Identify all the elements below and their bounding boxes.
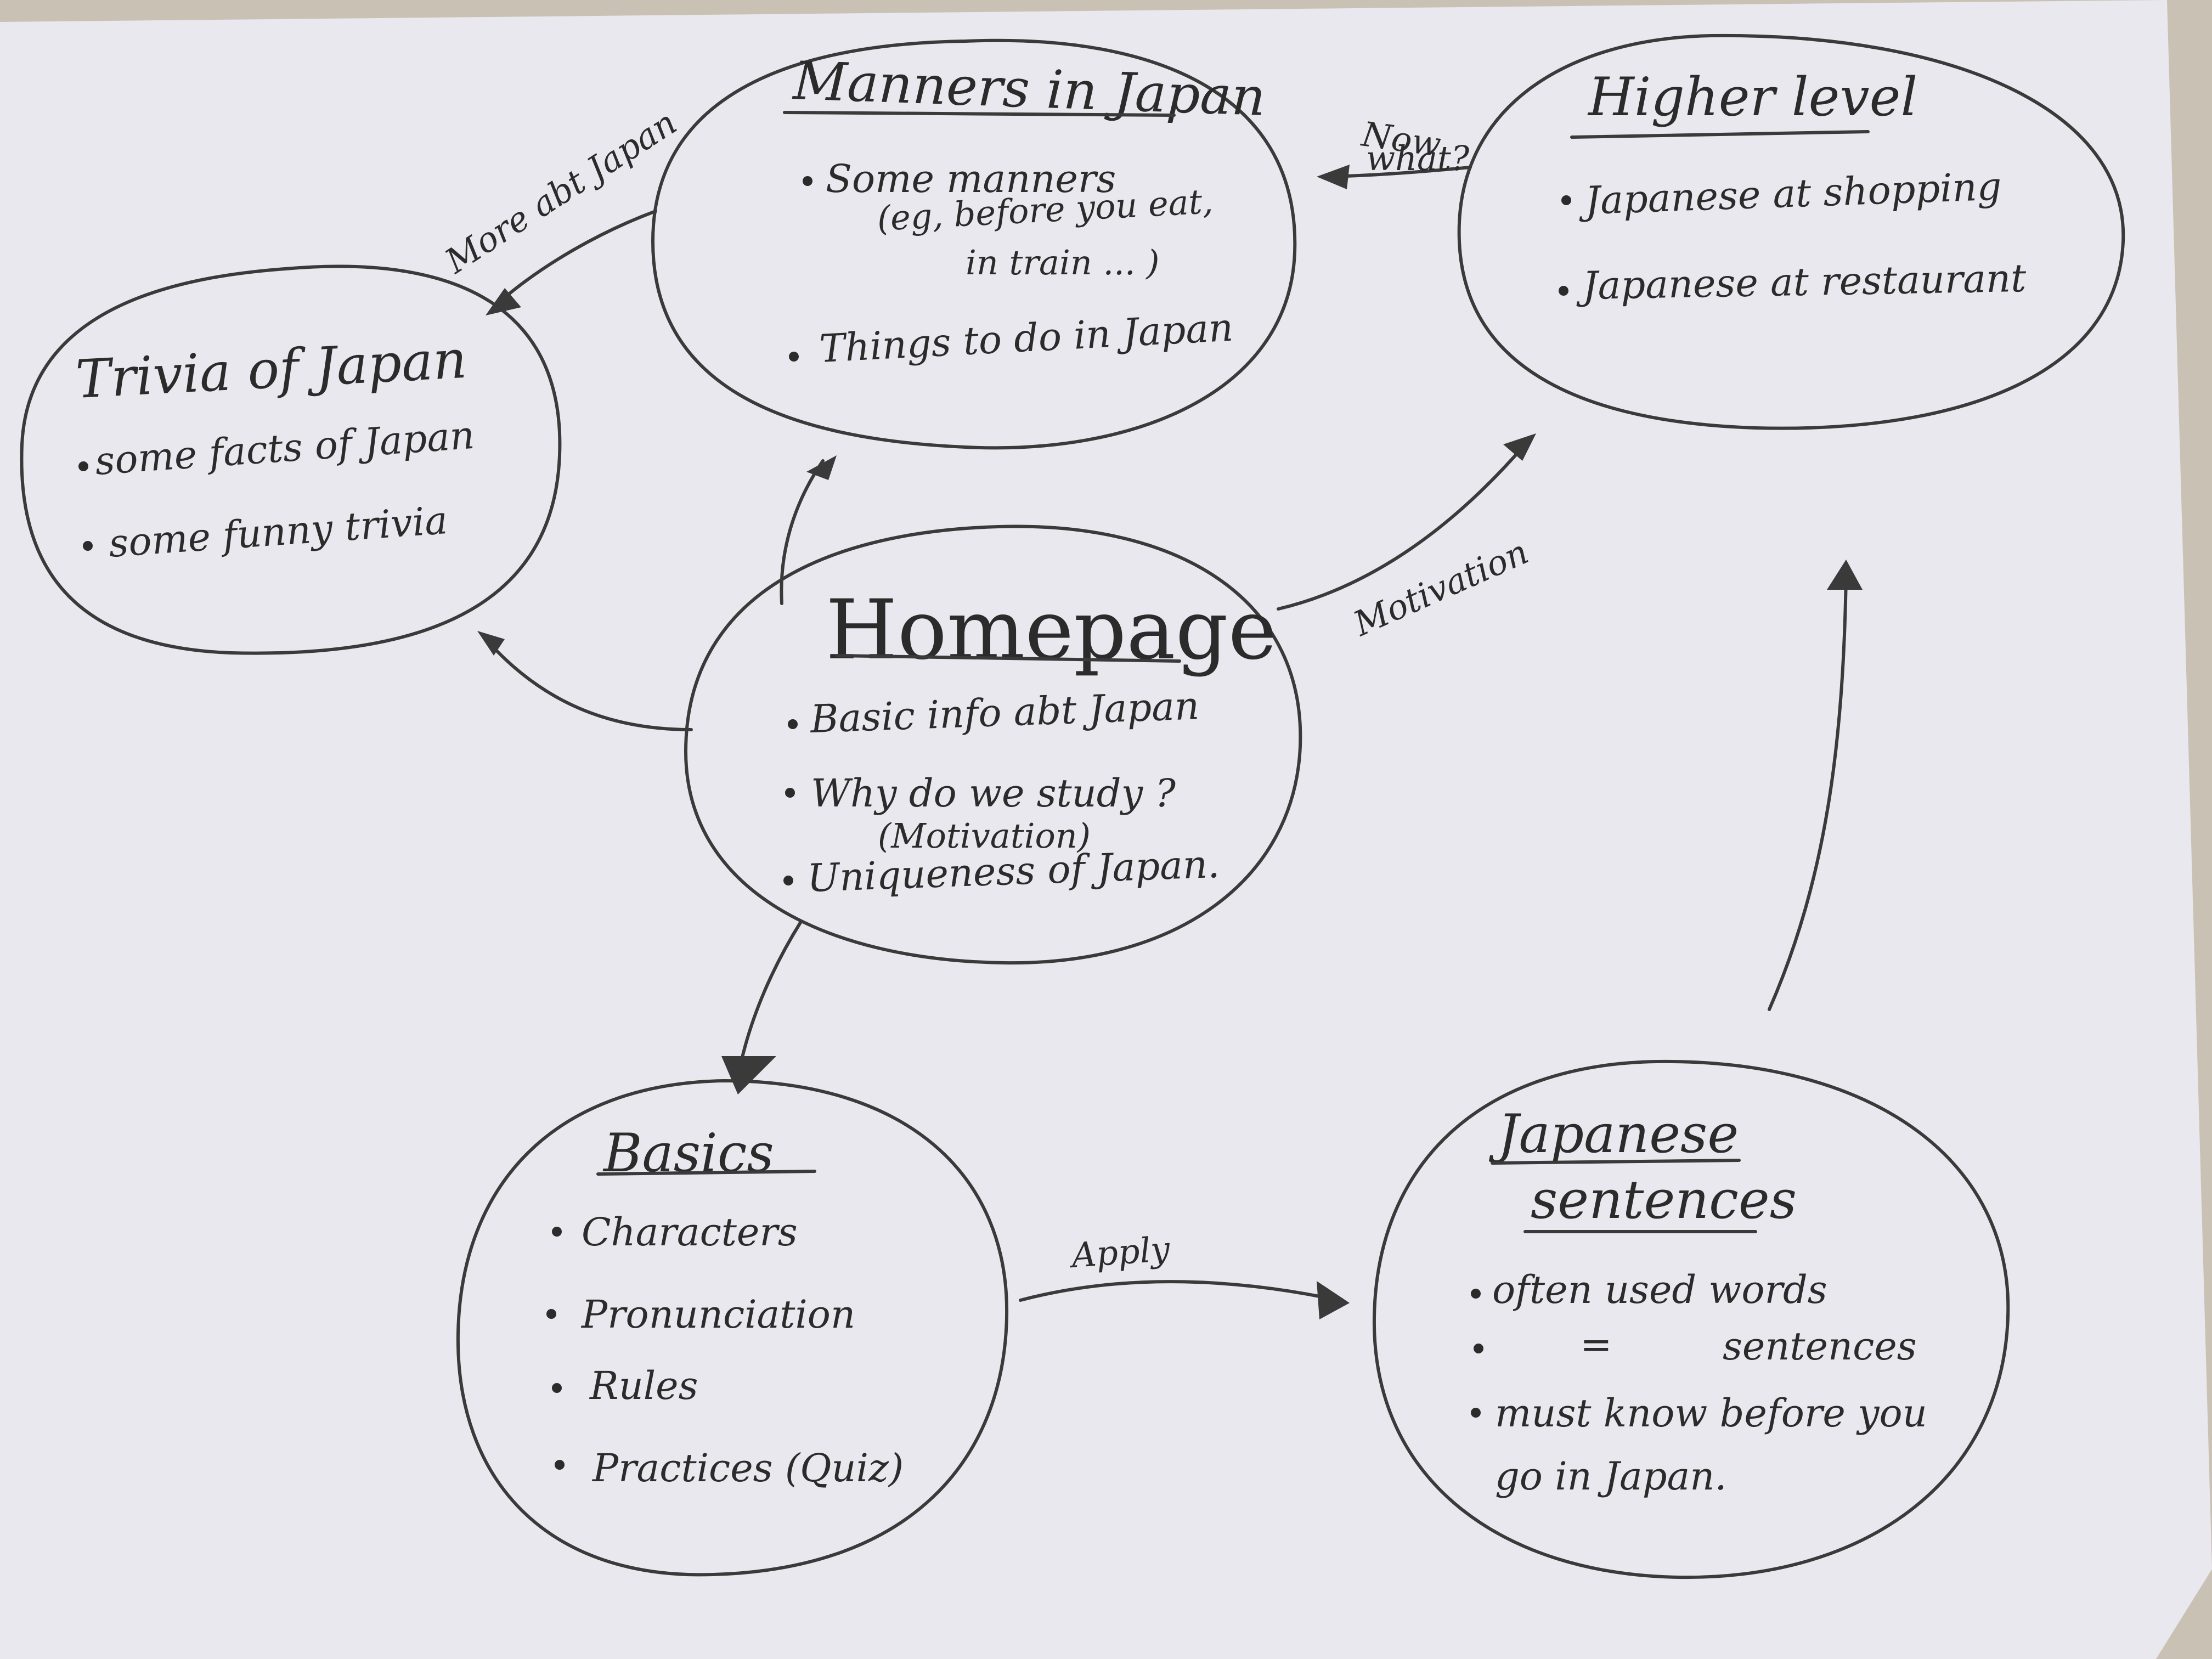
node-higher-title-underline [1570,130,1870,139]
node-homepage-outline [684,524,1302,965]
edge-sentences-to-higher [1768,574,1848,1011]
arrowhead-sentences [1317,1281,1350,1319]
bullet [1561,195,1571,205]
node-sentences-item-1: often used words [1492,1267,1827,1312]
node-homepage-title-underline [835,654,1181,663]
node-sentences-item-5: go in Japan. [1495,1454,1727,1499]
node-sentences-title-underline-1 [1491,1159,1741,1165]
node-homepage-item-3: (Motivation) [878,816,1091,856]
edge-basics-to-sentences [1019,1280,1340,1302]
bullet [788,719,798,729]
node-basics-title-underline [596,1170,816,1176]
node-sentences-item-3: sentences [1723,1324,1917,1369]
node-higher: Higher level Japanese at shopping Japane… [1457,33,2125,430]
edge-manners-to-trivia [495,210,657,306]
bullet [83,541,93,551]
edge-label-apply: Apply [1068,1229,1172,1276]
bullet [1471,1289,1481,1299]
node-homepage-title: Homepage [826,583,1277,678]
node-homepage-item-2: Why do we study ? [811,771,1176,816]
node-higher-item-2: Japanese at restaurant [1576,256,2027,308]
node-sentences-outline [1372,1059,2010,1579]
node-higher-title: Higher level [1587,66,1917,128]
bullet [555,1460,565,1470]
bullet [783,876,793,885]
bullet [1471,1408,1481,1418]
edge-homepage-to-higher [1277,443,1527,611]
node-trivia-outline [20,264,562,655]
arrowhead-manners-2 [1317,165,1350,189]
arrowhead-trivia [477,631,505,656]
bullet [1559,286,1568,296]
node-basics-outline [456,1079,1009,1577]
bullet [789,352,799,362]
arrowhead-trivia-2 [486,288,521,315]
node-homepage: Homepage Basic info abt Japan Why do we … [684,524,1302,965]
node-manners-title-underline [783,111,1176,117]
node-basics: Basics Characters Pronunciation Rules Pr… [456,1079,1009,1577]
node-manners-outline [651,38,1297,450]
arrowhead-basics [721,1056,776,1094]
edge-homepage-to-basics [739,920,803,1066]
arrowhead-manners [806,455,837,480]
node-manners-item-1: Some manners [826,156,1116,201]
bullet [803,176,812,186]
arrowhead-higher [1503,433,1536,461]
bullet [546,1309,556,1319]
edge-label-what: what? [1366,138,1470,178]
bullet [552,1227,562,1237]
node-basics-item-1: Characters [582,1210,798,1255]
edge-homepage-to-manners [780,459,825,605]
node-basics-item-4: Practices (Quiz) [591,1446,904,1491]
bullet [78,461,88,471]
bullet [552,1383,562,1393]
node-sentences-title-2: sentences [1531,1169,1797,1231]
node-sentences-item-4: must know before you [1495,1391,1927,1436]
node-sentences-item-2: = [1580,1322,1612,1367]
node-basics-item-2: Pronunciation [580,1292,855,1337]
bullet [1474,1344,1483,1353]
edge-homepage-to-trivia [487,640,693,731]
node-higher-outline [1457,33,2125,430]
bullet [785,788,795,798]
node-basics-item-3: Rules [589,1363,698,1408]
arrowhead-higher-2 [1827,560,1863,590]
node-manners-item-3: in train ... ) [966,242,1159,283]
node-sentences: Japanese sentences often used words = se… [1372,1059,2010,1579]
node-sentences-title-1: Japanese [1488,1103,1739,1165]
